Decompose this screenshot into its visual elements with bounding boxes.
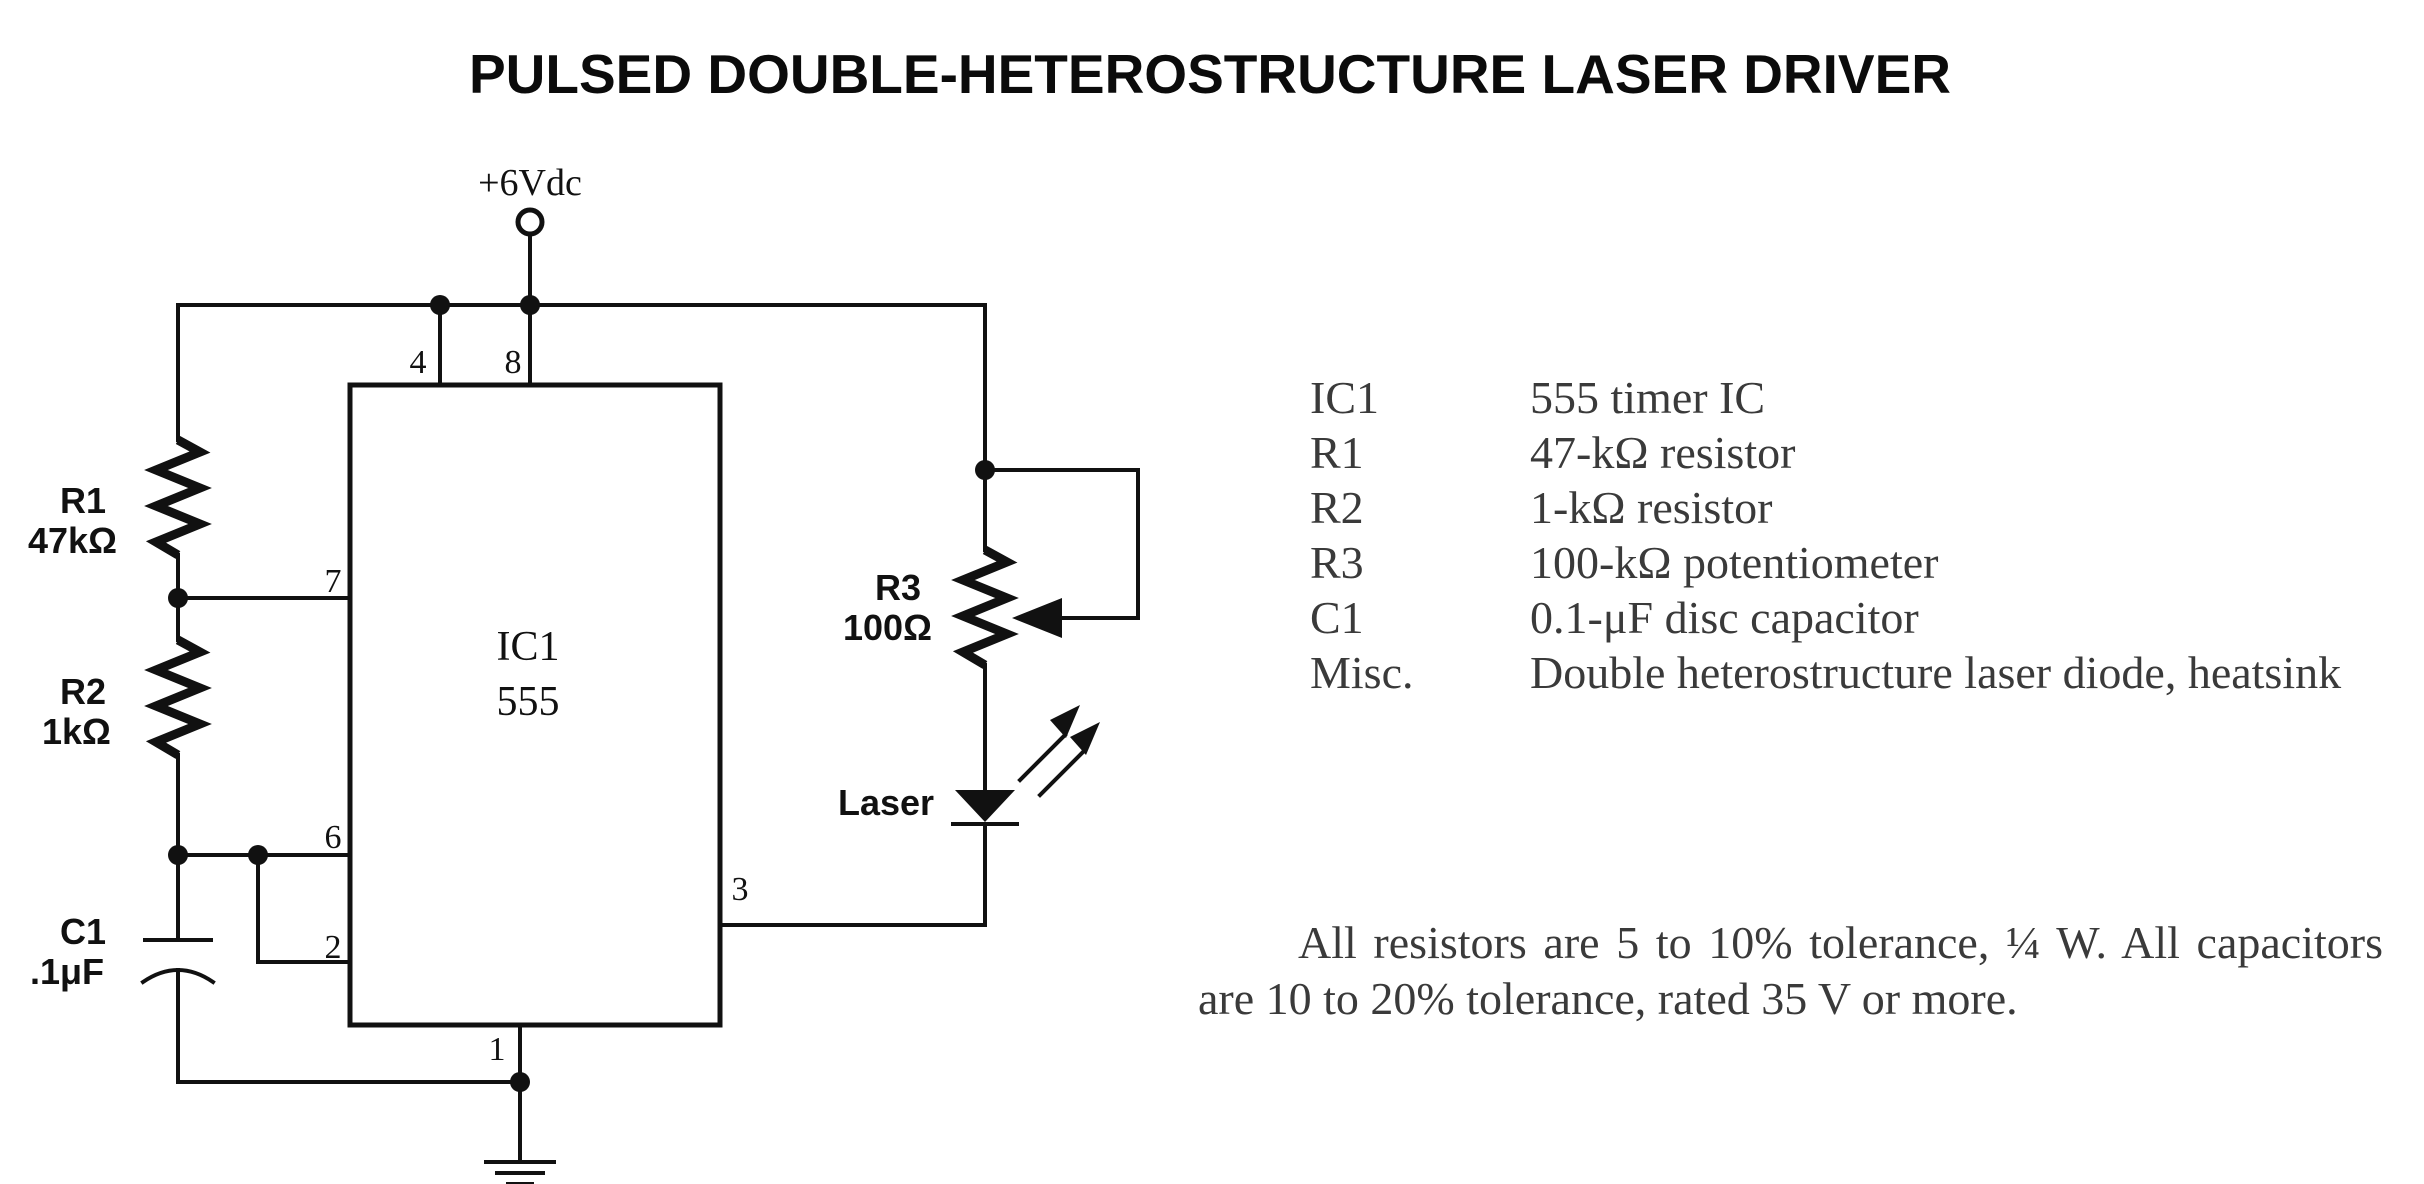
r2-ref-label: R2 [60, 671, 106, 712]
part-ref: R1 [1310, 427, 1364, 478]
part-description: 555 timer IC [1530, 372, 1766, 423]
diagram-title: PULSED DOUBLE-HETEROSTRUCTURE LASER DRIV… [468, 43, 1952, 105]
part-description: 47-kΩ resistor [1530, 427, 1796, 478]
supply-label: +6Vdc [478, 162, 582, 204]
parts-list-row: C1 0.1-μF disc capacitor [1310, 590, 2390, 645]
ground-symbol [484, 1160, 556, 1184]
junction-node [430, 295, 450, 315]
junction-node [168, 845, 188, 865]
pin-label-1: 1 [489, 1031, 506, 1068]
part-ref: Misc. [1310, 647, 1414, 698]
r3-wiper-arrow [1012, 598, 1062, 638]
tolerance-note: All resistors are 5 to 10% tolerance, ¼ … [1198, 917, 2383, 1024]
part-ref: C1 [1310, 592, 1364, 643]
junction-node [510, 1072, 530, 1092]
r3-value-label: 100Ω [843, 607, 932, 648]
wire-pot-loop [983, 468, 1140, 620]
parts-list-row: R2 1-kΩ resistor [1310, 480, 2390, 535]
parts-list-row: IC1 555 timer IC [1310, 370, 2390, 425]
c1-value-label: .1μF [30, 951, 104, 992]
junction-node [520, 295, 540, 315]
junction-node [168, 588, 188, 608]
r2-resistor [144, 636, 212, 759]
laser-diode [955, 790, 1015, 822]
pin-label-4: 4 [410, 344, 427, 381]
part-description: 1-kΩ resistor [1530, 482, 1773, 533]
laser-emission-icon [1017, 705, 1100, 798]
supply-terminal [515, 207, 545, 237]
pin-label-3: 3 [732, 871, 749, 908]
ic1-ref-label: IC1 [497, 624, 560, 670]
circuit-schematic: +6Vdc IC1 555 4 8 7 6 2 3 1 [28, 162, 1140, 1184]
pin-label-6: 6 [325, 819, 342, 856]
pin-label-8: 8 [505, 344, 522, 381]
r1-ref-label: R1 [60, 480, 106, 521]
wire-laser-pin3 [718, 822, 987, 927]
r2-value-label: 1kΩ [42, 711, 111, 752]
pin-label-2: 2 [325, 929, 342, 966]
r3-ref-label: R3 [875, 567, 921, 608]
part-description: Double heterostructure laser diode, heat… [1530, 647, 2342, 698]
part-ref: IC1 [1310, 372, 1379, 423]
parts-list-row: Misc. Double heterostructure laser diode… [1310, 645, 2390, 700]
parts-list: IC1 555 timer IC R1 47-kΩ resistor R2 1-… [1310, 370, 2390, 700]
part-description: 100-kΩ potentiometer [1530, 537, 1939, 588]
parts-list-row: R3 100-kΩ potentiometer [1310, 535, 2390, 590]
wire-c1-ground [176, 968, 522, 1084]
ic1-type-label: 555 [497, 679, 560, 725]
part-description: 0.1-μF disc capacitor [1530, 592, 1919, 643]
r1-resistor [144, 436, 212, 559]
part-ref: R3 [1310, 537, 1364, 588]
c1-ref-label: C1 [60, 911, 106, 952]
ic1-body [347, 382, 723, 1028]
parts-list-row: R1 47-kΩ resistor [1310, 425, 2390, 480]
pin-label-7: 7 [325, 563, 342, 600]
r3-potentiometer [951, 546, 1019, 669]
r1-value-label: 47kΩ [28, 520, 117, 561]
laser-label: Laser [838, 782, 934, 823]
part-ref: R2 [1310, 482, 1364, 533]
wire-pin2 [256, 853, 352, 964]
